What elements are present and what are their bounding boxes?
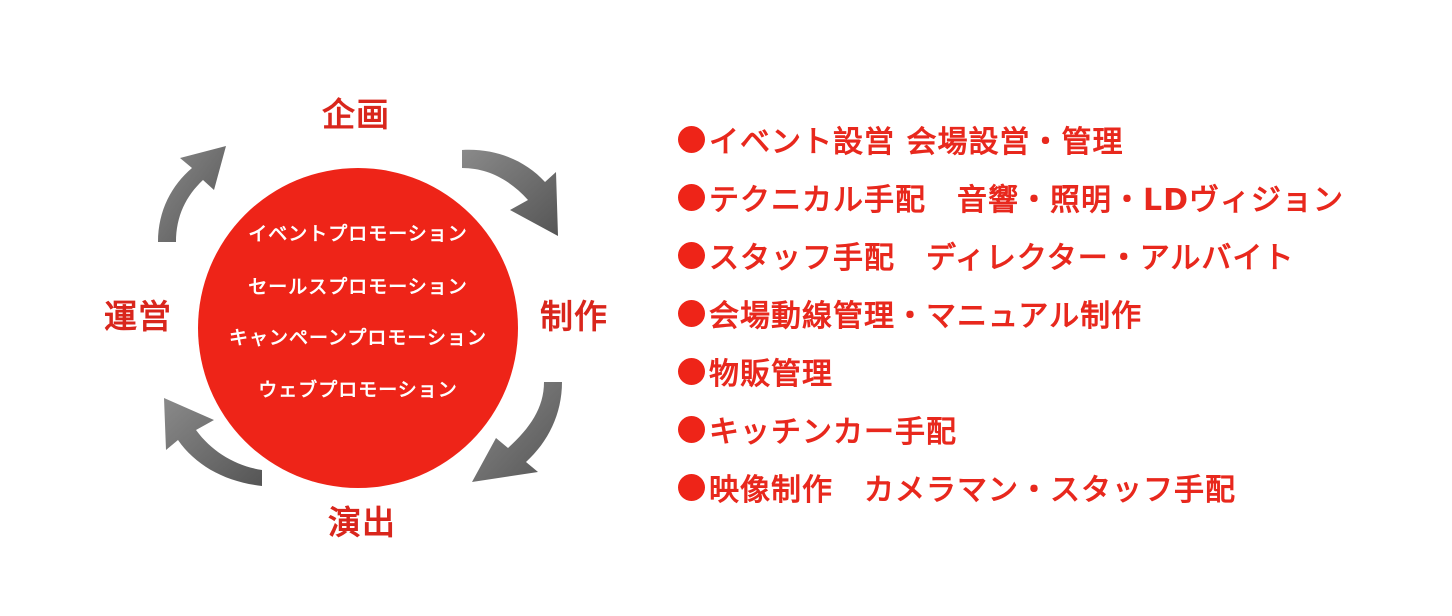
service-item: 物販管理 [678,342,1418,400]
circle-line-event-promotion: イベントプロモーション [248,223,468,245]
service-item-label: 物販管理 [709,357,833,392]
red-dot-bullet-icon [678,415,705,443]
service-item: 映像制作 カメラマン・スタッフ手配 [678,458,1418,516]
service-item: 会場動線管理・マニュアル制作 [678,284,1418,342]
arrow-bottom-to-left [164,398,262,486]
red-dot-bullet-icon [678,241,705,269]
cycle-arrows [158,146,562,486]
services-list: イベント設営 会場設営・管理 テクニカル手配 音響・照明・LDヴィジョン スタッ… [678,110,1418,516]
arrow-top-to-right [462,149,558,236]
service-item-label: 会場動線管理・マニュアル制作 [709,299,1143,334]
service-item-label: イベント設営 会場設営・管理 [709,125,1124,160]
stage-label-production: 制作 [540,297,608,336]
stage-label-operation: 運営 [104,297,172,336]
stage-label-direction: 演出 [328,503,396,542]
stage-label-planning: 企画 [322,95,390,134]
arrow-right-to-bottom [472,382,562,482]
cycle-diagram: イベントプロモーション セールスプロモーション キャンペーンプロモーション ウェ… [0,0,700,612]
service-item-label: スタッフ手配 ディレクター・アルバイト [709,241,1295,276]
promotion-circle [198,168,518,488]
circle-line-web-promotion: ウェブプロモーション [258,379,458,401]
red-dot-bullet-icon [678,357,705,385]
red-dot-bullet-icon [678,299,705,327]
service-item: テクニカル手配 音響・照明・LDヴィジョン [678,168,1418,226]
circle-line-sales-promotion: セールスプロモーション [248,276,468,298]
service-item-label: キッチンカー手配 [709,415,957,450]
red-dot-bullet-icon [678,125,705,153]
red-dot-bullet-icon [678,473,705,501]
circle-line-campaign-promotion: キャンペーンプロモーション [228,327,488,349]
service-item: イベント設営 会場設営・管理 [678,110,1418,168]
service-item: キッチンカー手配 [678,400,1418,458]
arrow-left-to-top [158,146,226,242]
service-item: スタッフ手配 ディレクター・アルバイト [678,226,1418,284]
service-item-label: テクニカル手配 音響・照明・LDヴィジョン [709,183,1345,218]
red-dot-bullet-icon [678,183,705,211]
service-item-label: 映像制作 カメラマン・スタッフ手配 [709,473,1236,508]
